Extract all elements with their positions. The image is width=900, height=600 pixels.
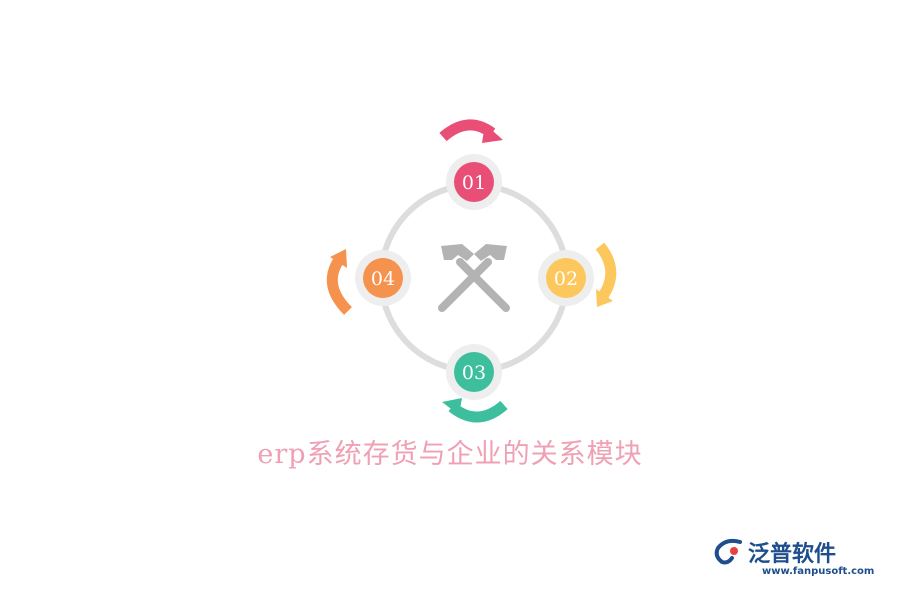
brand-url: www.fanpusoft.com	[762, 566, 875, 577]
brand-name: 泛普软件	[748, 542, 837, 567]
brand-watermark: 泛普软件 www.fanpusoft.com	[712, 536, 882, 582]
diagram-title: erp系统存货与企业的关系模块	[257, 439, 643, 470]
node-01: 01	[446, 154, 502, 210]
node-03: 03	[446, 344, 502, 400]
arrow-top	[439, 119, 503, 143]
node-02-label: 02	[554, 268, 578, 290]
node-02: 02	[538, 250, 594, 306]
arrow-bottom	[442, 398, 508, 423]
node-04-label: 04	[371, 268, 395, 290]
arrow-right	[595, 242, 617, 307]
node-01-label: 01	[462, 172, 486, 194]
node-04: 04	[355, 250, 411, 306]
node-03-label: 03	[462, 362, 486, 384]
crossed-hammers-icon	[438, 244, 510, 312]
arrow-left	[326, 249, 353, 315]
fanpu-logo-icon	[714, 538, 742, 565]
